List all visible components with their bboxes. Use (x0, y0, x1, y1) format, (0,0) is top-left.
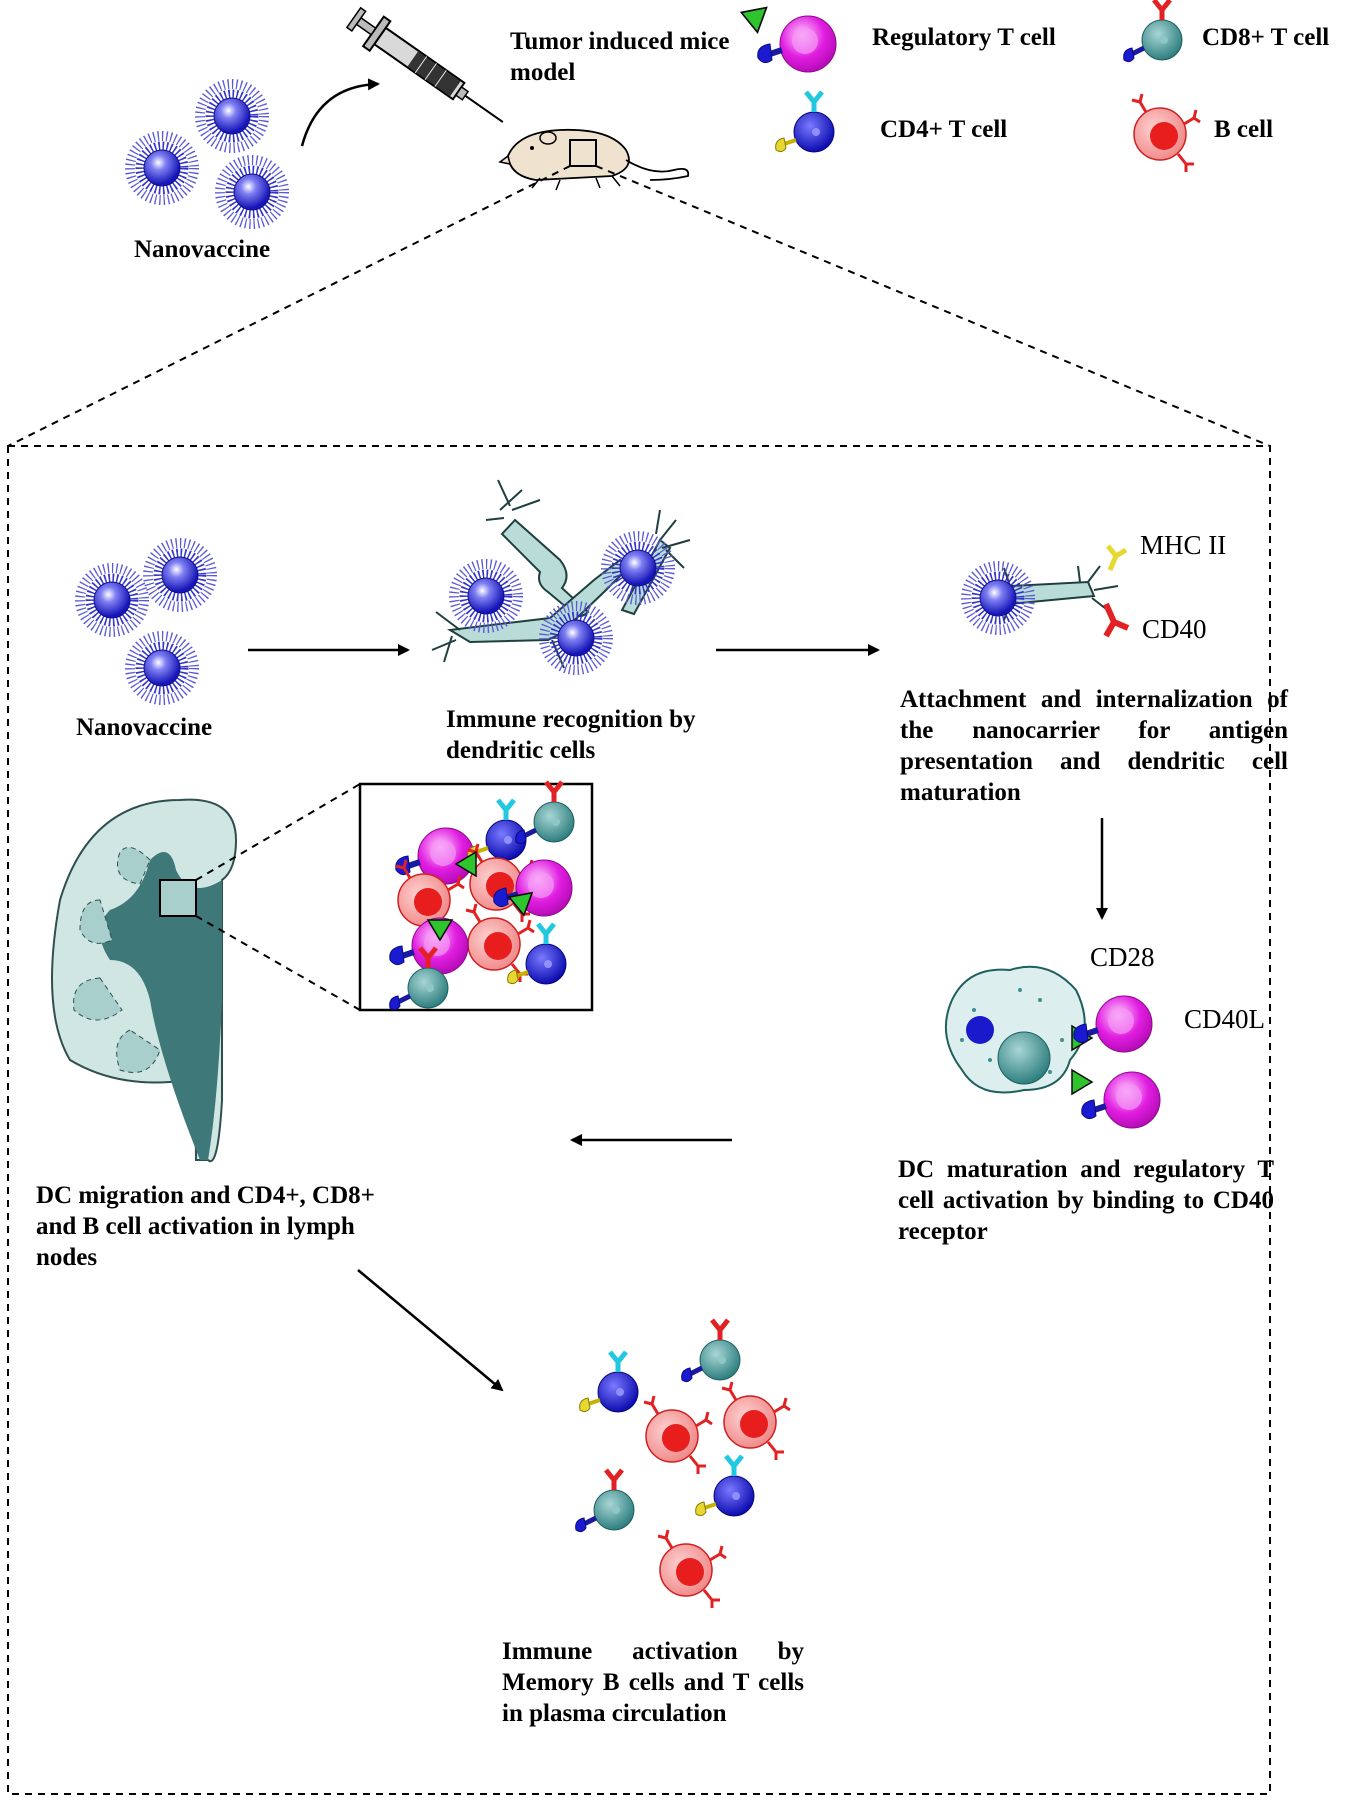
legend-cd8-label: CD8+ T cell (1202, 24, 1330, 51)
mhc-ii-label: MHC II (1140, 530, 1227, 560)
panel-nanovaccine-cluster (80, 543, 212, 700)
legend-bcell-icon (1130, 92, 1202, 174)
zoom-line-right (595, 165, 1271, 447)
panel-nanovaccine-label: Nanovaccine (76, 714, 213, 741)
lymph-node-icon (51, 798, 238, 1163)
immune-recognition-label: Immune recognition by dendritic cells (446, 706, 696, 764)
dc-treg-binding-icon (945, 965, 1160, 1128)
cd28-label: CD28 (1090, 942, 1155, 972)
cd40l-label: CD40L (1184, 1004, 1265, 1034)
zoom-line-left (7, 165, 571, 447)
top-nanovaccine-cluster (130, 84, 284, 224)
curved-arrow (300, 78, 380, 147)
legend-treg-icon (735, 0, 836, 72)
zoom-line-lymph-top (195, 783, 361, 881)
immune-activation-text: Immune activation by Memory B cells and … (502, 1638, 804, 1727)
dc-migration-text: DC migration and CD4+, CD8+ and B cell a… (36, 1182, 375, 1271)
legend-cd4-label: CD4+ T cell (880, 116, 1008, 143)
attachment-text: Attachment and internalization of the na… (900, 686, 1288, 806)
top-nanovaccine-label: Nanovaccine (134, 236, 271, 263)
legend-cd8-icon (1124, 0, 1182, 62)
legend-bcell-label: B cell (1214, 116, 1274, 143)
mouse-model-label: Tumor induced mice model (510, 28, 730, 86)
legend-cd4-icon (776, 92, 834, 152)
circulating-cells (576, 1320, 792, 1610)
detail-panel-border (7, 445, 1271, 1795)
syringe-icon (345, 6, 504, 123)
dc-maturation-text: DC maturation and regulatory T cell acti… (898, 1156, 1274, 1245)
mature-dc-icon (966, 544, 1130, 638)
mouse-icon (498, 128, 690, 191)
cd40-label: CD40 (1142, 614, 1207, 644)
zoom-line-lymph-bottom (195, 915, 361, 1011)
arrow-5 (357, 1269, 504, 1392)
legend-treg-label: Regulatory T cell (872, 24, 1056, 51)
